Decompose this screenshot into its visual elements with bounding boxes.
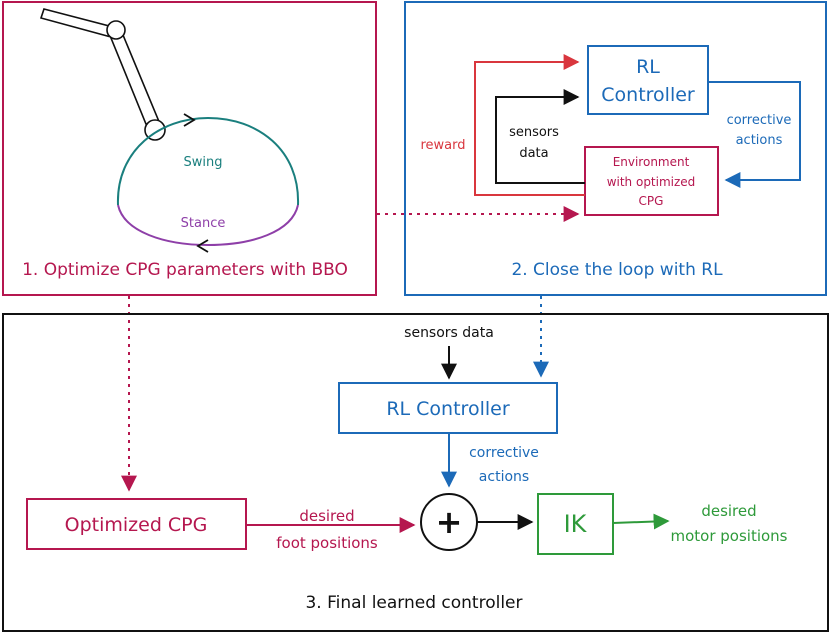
- rl-controller-top-line1: RL: [636, 56, 660, 78]
- environment-box: [584, 146, 719, 216]
- panel-2: RL Controller Environment with optimized…: [404, 1, 827, 296]
- swing-label: Swing: [184, 155, 223, 170]
- sum-junction-plus: +: [436, 503, 463, 541]
- panel-3: sensors data RL Controller corrective ac…: [2, 313, 829, 632]
- upper-leg-link: [39, 8, 114, 38]
- panel-1-border: [2, 1, 377, 296]
- environment-line3: CPG: [639, 194, 664, 208]
- panel-2-border: [404, 1, 827, 296]
- sensors-data-arrow: [495, 89, 585, 184]
- rl-controller-bottom-label: RL Controller: [386, 398, 509, 420]
- rl-controller-box-bottom: [338, 382, 558, 434]
- stance-direction-arrow: [196, 239, 209, 253]
- optimized-cpg-label: Optimized CPG: [65, 514, 208, 536]
- sensors-data-line2: data: [519, 146, 548, 161]
- stance-label: Stance: [181, 216, 226, 231]
- sensors-data-label-bottom: sensors data: [404, 325, 494, 341]
- sensors-data-line1: sensors: [509, 125, 559, 140]
- environment-line2: with optimized: [607, 175, 696, 189]
- corrective-bottom-line2: actions: [479, 469, 529, 485]
- panel-1: Swing Stance 1. Optimize CPG parameters …: [2, 1, 377, 296]
- swing-trajectory: [116, 116, 300, 206]
- rl-controller-box-top: [587, 45, 709, 115]
- hip-joint: [106, 20, 126, 40]
- ik-label: IK: [564, 510, 588, 538]
- reward-arrow: [474, 54, 585, 196]
- reward-label: reward: [420, 138, 465, 153]
- desired-motor-line2: motor positions: [670, 527, 787, 545]
- corrective-bottom-line1: corrective: [469, 445, 539, 461]
- panel-3-border: [2, 313, 829, 632]
- corrective-top-line2: actions: [736, 133, 783, 148]
- panel-1-title: 1. Optimize CPG parameters with BBO: [22, 260, 348, 280]
- desired-motor-line1: desired: [701, 502, 756, 520]
- lower-leg-link: [109, 34, 162, 131]
- ik-box: [537, 493, 614, 555]
- panel-3-title: 3. Final learned controller: [305, 593, 522, 613]
- swing-direction-arrow: [183, 113, 196, 127]
- robot-leg-illustration: [39, 8, 166, 141]
- environment-line1: Environment: [613, 155, 690, 169]
- corrective-actions-arrow-top: [708, 81, 801, 188]
- panel-2-title: 2. Close the loop with RL: [511, 260, 723, 280]
- desired-motor-positions-arrow: [612, 513, 670, 530]
- corrective-top-line1: corrective: [727, 113, 792, 128]
- rl-controller-top-line2: Controller: [601, 84, 695, 106]
- desired-foot-line1: desired: [299, 507, 354, 525]
- desired-foot-line2: foot positions: [276, 534, 378, 552]
- stance-trajectory: [117, 204, 299, 247]
